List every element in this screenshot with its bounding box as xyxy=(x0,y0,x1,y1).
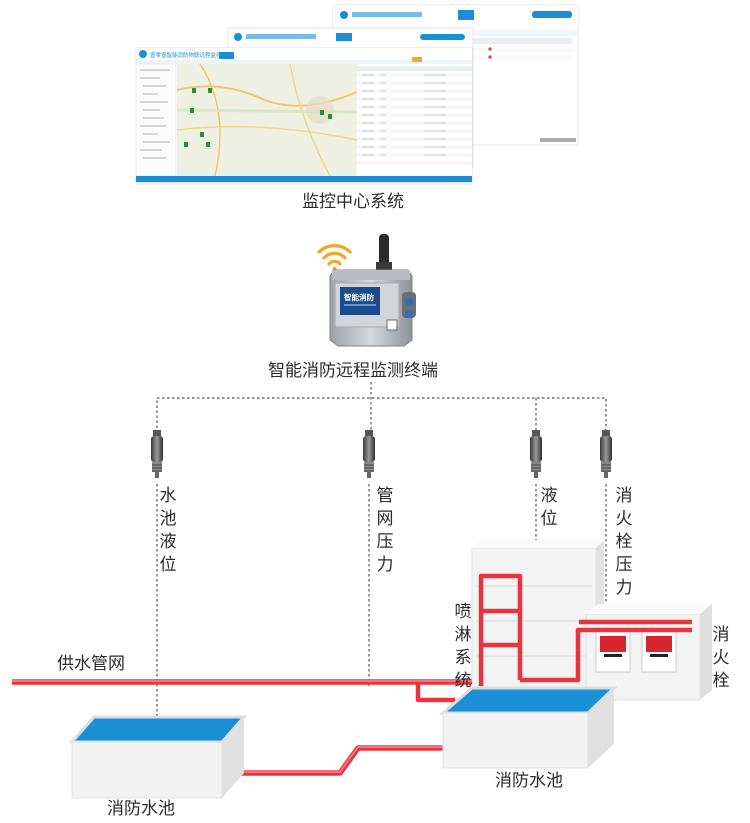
qr-code xyxy=(386,319,398,331)
terminal-screen xyxy=(340,287,380,315)
monitor-tree-panel xyxy=(135,63,177,177)
sensor-pool-level xyxy=(150,429,164,479)
sensor-label-pool-level: 水池液位 xyxy=(159,486,177,575)
terminal-device: 智能消防 xyxy=(317,234,416,347)
terminal-screen-text: 智能消防 xyxy=(344,292,374,302)
water-tank-right xyxy=(438,686,618,769)
terminal-caption: 智能消防远程监测终端 xyxy=(268,361,438,381)
monitor-screen-front: 壹零壹智能消防物联远程监控系统 xyxy=(135,47,473,185)
sensor-level xyxy=(529,429,543,479)
hydrant-unit-2 xyxy=(641,629,677,673)
antenna-icon xyxy=(376,234,392,270)
water-tank-left xyxy=(68,715,248,799)
sensor-label-network-pressure: 管网压力 xyxy=(376,486,394,575)
back-table xyxy=(472,38,572,60)
wifi-icon xyxy=(317,244,352,271)
sensor-network-pressure xyxy=(362,429,376,479)
monitor-app-title: 壹零壹智能消防物联远程监控系统 xyxy=(150,51,233,59)
monitor-device-list xyxy=(357,57,472,176)
monitor-screens: 壹零壹智能消防物联远程监控系统 xyxy=(135,4,579,185)
sensor-label-level: 液位 xyxy=(540,486,558,529)
sprinkler-rack xyxy=(471,540,604,713)
sensor-hydrant-pressure xyxy=(599,429,613,479)
sensor-label-hydrant-pressure: 消火栓压力 xyxy=(615,486,633,598)
sprinkler-label: 喷淋系统 xyxy=(454,602,472,691)
monitor-map xyxy=(176,63,358,177)
supply-network-label: 供水管网 xyxy=(57,654,125,674)
pool-right-label: 消防水池 xyxy=(495,771,563,791)
pool-left-label: 消防水池 xyxy=(107,799,175,819)
hydrant-label: 消火栓 xyxy=(712,625,730,691)
hydrant-unit-1 xyxy=(595,629,631,673)
hydrant-cabinet xyxy=(585,604,712,701)
monitor-caption: 监控中心系统 xyxy=(302,192,404,212)
